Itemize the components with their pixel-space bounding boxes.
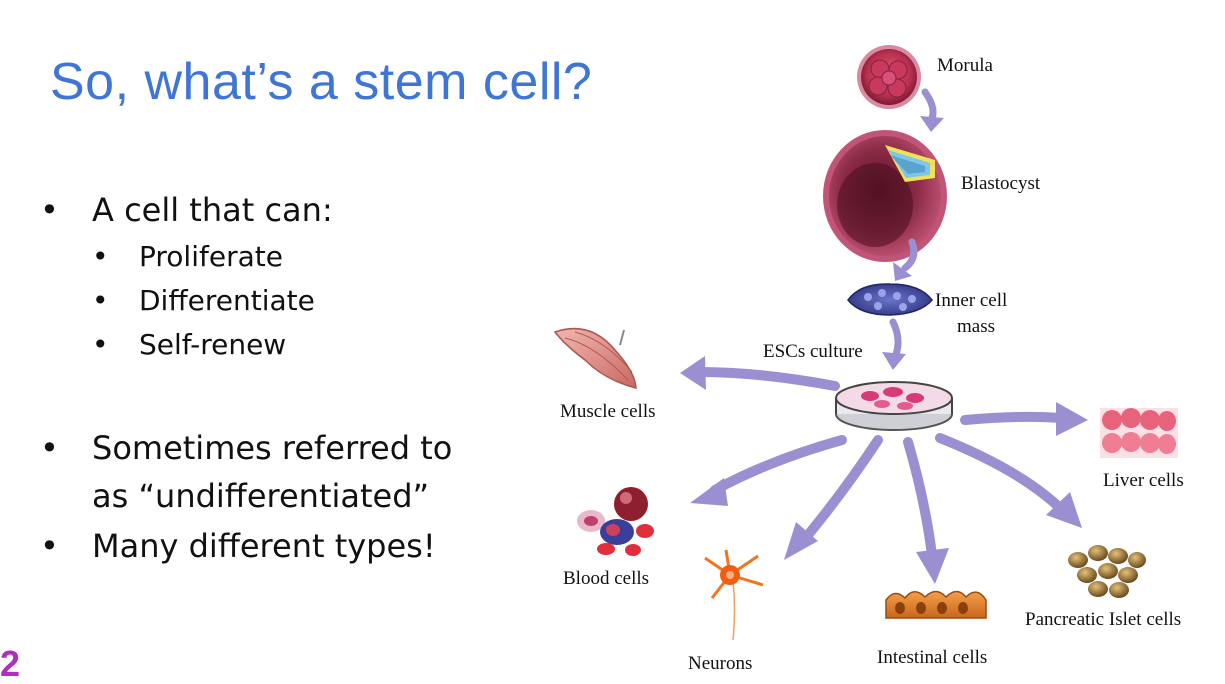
inner-cell-mass-label-line-1: Inner cell — [935, 290, 1007, 311]
bullet-dot: • — [40, 429, 59, 467]
arrow-dish-to-liver — [960, 402, 1088, 436]
slide-title: So, what’s a stem cell? — [50, 53, 593, 111]
blood-cells-label: Blood cells — [563, 568, 649, 589]
neuron-image — [704, 549, 764, 641]
sub-bullet-text: Differentiate — [139, 284, 315, 317]
petri-dish-image — [835, 381, 953, 431]
bullet-text-line-1: Sometimes referred to — [92, 429, 453, 467]
intestinal-cells-label: Intestinal cells — [877, 647, 987, 668]
bullet-text: Many different types! — [92, 527, 436, 565]
arrow-dish-to-pancreatic — [935, 433, 1082, 528]
arrow-dish-to-blood — [690, 435, 847, 506]
arrow-blastocyst-to-icm — [893, 238, 918, 281]
sub-bullet-text: Self-renew — [139, 328, 287, 361]
blastocyst-label: Blastocyst — [961, 173, 1041, 194]
arrow-morula-to-blastocyst — [920, 88, 944, 132]
inner-cell-mass-image — [847, 283, 933, 316]
slide-number: 2 — [0, 643, 21, 684]
neurons-label: Neurons — [688, 653, 752, 674]
blastocyst-image — [823, 130, 947, 262]
arrow-dish-to-muscle — [680, 356, 840, 391]
bullet-dot: • — [40, 527, 59, 565]
bullet-text: A cell that can: — [92, 191, 333, 229]
muscle-cells-label: Muscle cells — [560, 401, 656, 422]
arrow-dish-to-intestinal — [903, 437, 949, 584]
inner-cell-mass-label-line-2: mass — [957, 316, 995, 337]
pancreatic-islet-cells-label: Pancreatic Islet cells — [1025, 609, 1181, 630]
sub-bullet-text: Proliferate — [139, 240, 283, 273]
blood-cells-image — [577, 487, 654, 556]
bullet-dot: • — [92, 284, 109, 317]
muscle-cells-image — [553, 327, 637, 389]
escs-culture-label: ESCs culture — [763, 341, 863, 362]
bullet-dot: • — [40, 191, 59, 229]
liver-cells-label: Liver cells — [1103, 470, 1184, 491]
bullet-text-line-2: as “undifferentiated” — [92, 477, 430, 515]
arrow-icm-to-dish — [882, 318, 906, 370]
pancreatic-islet-cells-image — [1068, 545, 1146, 598]
morula-label: Morula — [937, 55, 994, 76]
morula-image — [857, 45, 921, 109]
liver-cells-image — [1100, 408, 1178, 458]
arrow-dish-to-neurons — [784, 435, 883, 560]
bullet-dot: • — [92, 328, 109, 361]
bullet-dot: • — [92, 240, 109, 273]
intestinal-cells-image — [885, 590, 987, 619]
